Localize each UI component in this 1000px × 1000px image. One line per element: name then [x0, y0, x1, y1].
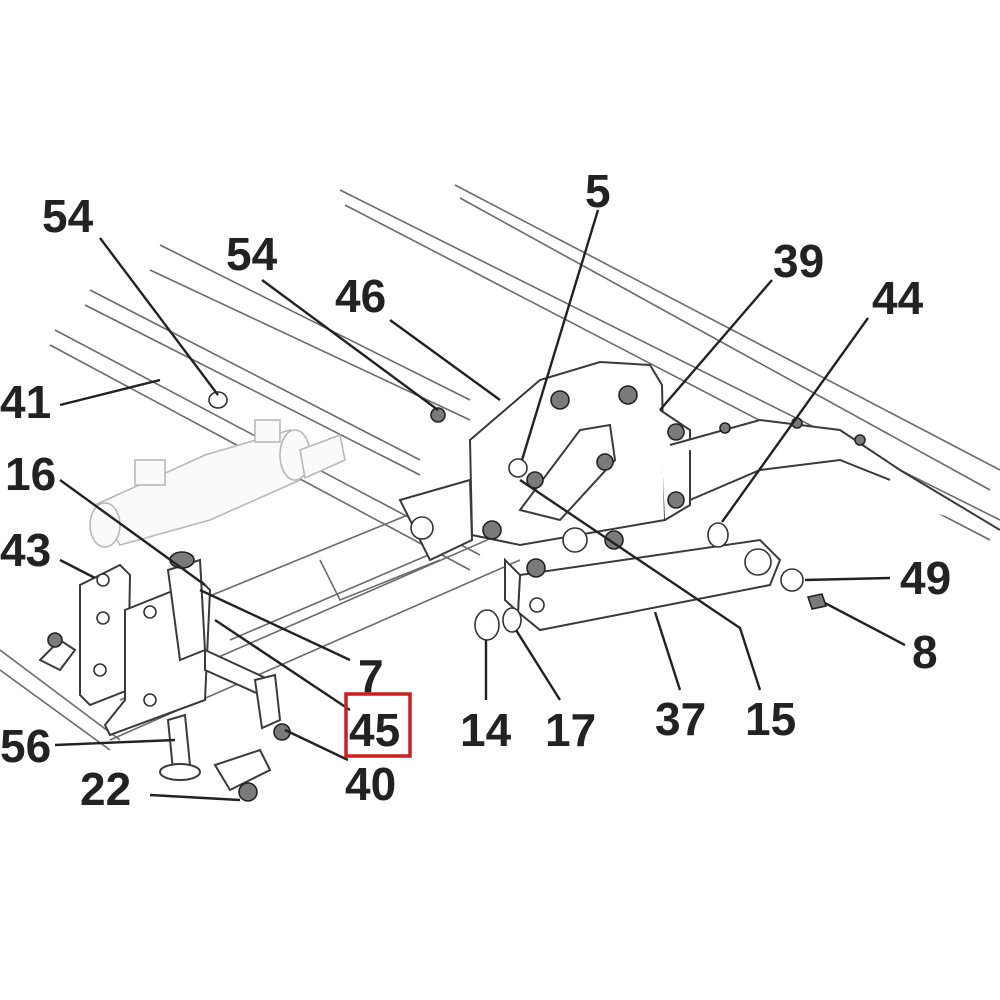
leader-lines: [54, 209, 906, 802]
pivot-plate: [398, 360, 691, 562]
frame-holes: [208, 391, 228, 409]
callout-22: 22: [80, 763, 131, 815]
callout-16: 16: [5, 448, 56, 500]
callout-15: 15: [745, 693, 796, 745]
bracket-assembly: [38, 551, 291, 802]
callout-44: 44: [872, 272, 924, 324]
callout-46: 46: [335, 270, 386, 322]
callout-40: 40: [345, 758, 396, 810]
callout-41: 41: [0, 376, 51, 428]
callout-54-upper: 54: [42, 190, 94, 242]
callout-14: 14: [460, 704, 512, 756]
callout-49: 49: [900, 552, 951, 604]
callout-54-lower: 54: [226, 228, 278, 280]
callout-43: 43: [0, 524, 51, 576]
upper-arm: [669, 417, 1000, 531]
callout-37: 37: [655, 693, 706, 745]
highlight-box: [344, 692, 412, 758]
hydraulic-cylinder: [89, 419, 346, 548]
washer-and-bolt: [780, 568, 828, 610]
frame-rails: [0, 184, 1000, 751]
callout-5: 5: [585, 165, 611, 217]
callout-45-highlighted: 45: [349, 704, 400, 756]
washers: [474, 607, 522, 641]
callout-39: 39: [773, 235, 824, 287]
callout-8: 8: [912, 626, 938, 678]
callout-56: 56: [0, 720, 51, 772]
callout-labels: 54 54 46 5 39 44 41 16 43 49 8 7 14 17 3…: [0, 165, 951, 815]
callout-17: 17: [545, 704, 596, 756]
